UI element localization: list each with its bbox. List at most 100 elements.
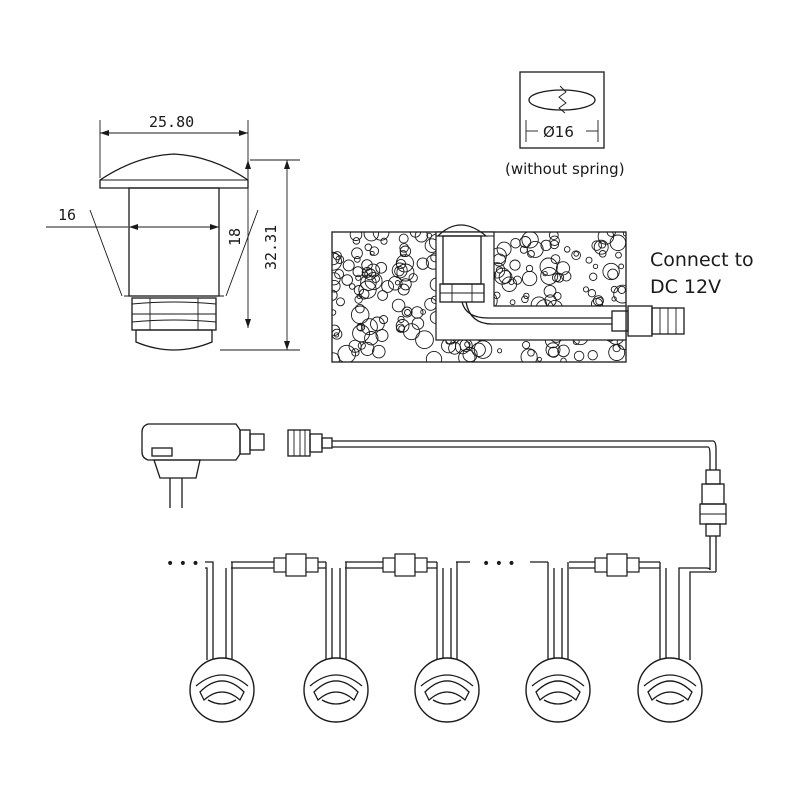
stone-bubble bbox=[526, 240, 544, 258]
stone-bubble bbox=[563, 246, 571, 253]
stone-bubble bbox=[520, 348, 538, 362]
stone-bubble bbox=[593, 239, 609, 255]
stone-bubble bbox=[543, 284, 557, 298]
stone-bubble bbox=[341, 274, 353, 286]
stone-bubble bbox=[391, 298, 406, 313]
ellipsis-left: • • • bbox=[166, 556, 200, 572]
stone-bubble bbox=[364, 243, 373, 252]
stone-bubble bbox=[539, 257, 558, 276]
stone-bubble bbox=[495, 266, 503, 274]
stone-bubble bbox=[395, 319, 410, 333]
light-rim bbox=[309, 674, 363, 687]
light-eyelid bbox=[313, 680, 359, 702]
stone-bubble bbox=[408, 273, 418, 283]
stone-bubble bbox=[545, 342, 561, 358]
light-lens bbox=[655, 699, 685, 705]
stone-bubble bbox=[335, 255, 345, 264]
light-lens bbox=[432, 699, 462, 705]
stone-bubble bbox=[356, 293, 362, 299]
light-lens bbox=[543, 699, 573, 705]
inline-connector-part bbox=[626, 557, 640, 573]
stone-bubble bbox=[555, 261, 571, 276]
stone-bubble bbox=[592, 263, 599, 270]
stone-bubble bbox=[464, 341, 471, 348]
stone-bubble bbox=[337, 344, 356, 362]
stone-bubble bbox=[351, 247, 363, 260]
trunk-connector bbox=[699, 469, 727, 537]
stone-bubble bbox=[527, 349, 535, 357]
stone-bubble bbox=[522, 340, 531, 350]
light-lens bbox=[321, 699, 351, 705]
stone-bubble bbox=[473, 340, 493, 359]
wiring-diagram: • • • • • • bbox=[141, 423, 727, 723]
stone-bubble bbox=[458, 349, 476, 362]
stone-bubble bbox=[411, 317, 425, 330]
power-adapter bbox=[141, 423, 265, 508]
light-rim bbox=[195, 674, 249, 687]
stone-bubble bbox=[560, 357, 567, 362]
light-rim bbox=[643, 674, 697, 687]
stone-bubble bbox=[375, 329, 389, 342]
stone-bubble bbox=[342, 259, 355, 272]
stone-bubble bbox=[606, 232, 616, 237]
stone-bubble bbox=[409, 232, 422, 238]
ellipsis-middle: • • • bbox=[482, 556, 516, 572]
stone-bubble bbox=[399, 245, 412, 258]
stone-bubble bbox=[414, 232, 429, 243]
stone-bubble bbox=[557, 344, 570, 358]
stone-bubble bbox=[512, 275, 522, 285]
stone-bubble bbox=[416, 257, 429, 270]
stone-bubble bbox=[372, 344, 386, 359]
stone-bubble bbox=[334, 269, 345, 280]
stone-bubble bbox=[527, 250, 535, 258]
stone-bubble bbox=[363, 232, 379, 242]
bus-stub bbox=[205, 561, 214, 660]
wall-installation-section bbox=[331, 224, 685, 363]
bus-stub bbox=[205, 567, 208, 660]
stone-bubble bbox=[548, 346, 560, 358]
inline-connector-part bbox=[594, 557, 608, 573]
stone-bubble bbox=[356, 322, 366, 332]
stone-bubble bbox=[371, 274, 380, 284]
light-eyelid bbox=[647, 680, 693, 702]
stone-bubble bbox=[622, 232, 626, 237]
stone-bubble bbox=[549, 235, 560, 246]
stone-bubble bbox=[395, 258, 407, 270]
stone-bubble bbox=[377, 290, 388, 301]
stone-bubble bbox=[403, 323, 420, 341]
stone-bubble bbox=[582, 286, 590, 293]
stone-bubble bbox=[573, 350, 585, 362]
stone-bubble bbox=[391, 262, 408, 279]
stone-bubble bbox=[355, 303, 365, 314]
stone-bubble bbox=[589, 272, 598, 281]
stone-bubble bbox=[381, 280, 394, 293]
stone-bubble bbox=[349, 232, 363, 241]
stone-bubble bbox=[401, 306, 413, 318]
stone-bubble bbox=[355, 274, 362, 281]
stone-bubble bbox=[612, 344, 621, 353]
stone-bubble bbox=[591, 240, 602, 251]
stone-bubble bbox=[553, 291, 562, 301]
stone-bubble bbox=[348, 283, 356, 290]
diameter-dimension-label: 16 bbox=[58, 206, 76, 224]
stone-bubble bbox=[462, 347, 478, 362]
connect-to-label: Connect to bbox=[650, 249, 754, 271]
stone-bubble bbox=[353, 256, 361, 263]
stone-bubble bbox=[551, 273, 562, 283]
hole-diameter-label: Ø16 bbox=[543, 123, 574, 141]
light-lens bbox=[207, 699, 237, 705]
stone-bubble bbox=[537, 356, 542, 362]
stone-bubble bbox=[585, 256, 593, 264]
stone-bubble bbox=[613, 284, 626, 304]
stone-bubble bbox=[509, 299, 516, 306]
stone-bubble bbox=[521, 232, 539, 249]
stone-bubble bbox=[399, 243, 409, 253]
stone-bubble bbox=[369, 246, 380, 256]
stone-bubble bbox=[366, 263, 381, 278]
stone-bubble bbox=[415, 330, 434, 350]
stone-bubble bbox=[571, 250, 581, 261]
stone-bubble bbox=[351, 348, 360, 357]
stone-bubble bbox=[332, 328, 343, 340]
inline-connector-part bbox=[305, 557, 319, 573]
